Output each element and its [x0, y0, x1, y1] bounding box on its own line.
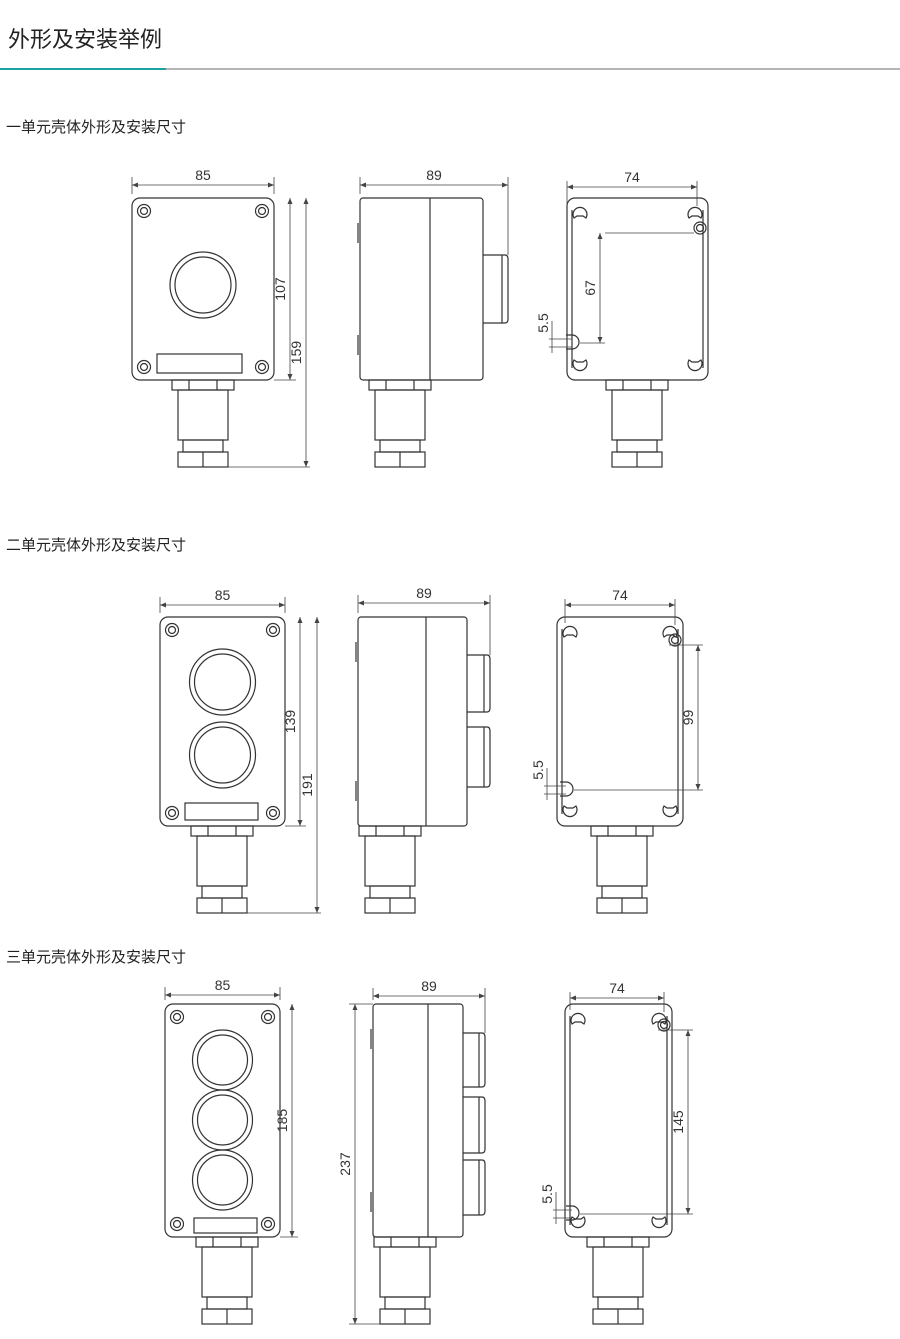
- dim-hole-spacing: 99: [680, 710, 696, 726]
- mounting-hole: [668, 633, 682, 647]
- section-2-heading: 二单元壳体外形及安装尺寸: [6, 536, 187, 554]
- back-view-1: 74 67 5.5: [535, 169, 709, 468]
- back-view-3: 74 145 5.5: [539, 980, 693, 1325]
- dim-width: 85: [195, 167, 211, 183]
- button-actuator: [463, 1159, 486, 1216]
- dim-hole-spacing: 145: [670, 1110, 686, 1134]
- front-view-3: 85 185: [164, 977, 298, 1325]
- title-divider: [0, 68, 900, 70]
- dim-total-height: 191: [299, 773, 315, 797]
- dim-depth: 89: [421, 978, 437, 994]
- button-actuator: [483, 254, 509, 324]
- button-actuator: [467, 726, 491, 788]
- mounting-slot: [566, 334, 580, 350]
- push-button: [191, 1149, 254, 1211]
- push-button: [188, 648, 257, 716]
- push-button: [191, 1089, 254, 1151]
- dim-depth: 89: [416, 585, 432, 601]
- dim-hole-spacing: 67: [582, 280, 598, 296]
- front-view-2: 85 139 191: [159, 587, 321, 914]
- push-button: [188, 721, 257, 789]
- section-3-heading: 三单元壳体外形及安装尺寸: [6, 948, 187, 966]
- button-actuator: [467, 654, 491, 713]
- side-view-2: 89: [355, 585, 491, 914]
- side-view-3: 89 237: [337, 978, 486, 1325]
- section-1-heading: 一单元壳体外形及安装尺寸: [6, 118, 187, 136]
- page-title: 外形及安装举例: [8, 28, 163, 53]
- dim-back-width: 74: [612, 587, 628, 603]
- dim-depth: 89: [426, 167, 442, 183]
- mounting-hole: [693, 221, 707, 235]
- dim-total-height: 237: [337, 1152, 353, 1176]
- back-view-2: 74 99 5.5: [530, 587, 703, 914]
- front-view-1: 85 107 159: [131, 167, 310, 468]
- push-button: [191, 1029, 254, 1091]
- mounting-slot: [566, 1205, 580, 1221]
- dim-box-height: 139: [282, 710, 298, 734]
- dim-back-width: 74: [609, 980, 625, 996]
- dim-hole-diameter: 5.5: [535, 313, 551, 333]
- dim-box-height: 185: [274, 1109, 290, 1133]
- nameplate: [184, 802, 259, 821]
- title-divider-accent: [0, 68, 166, 70]
- push-button: [169, 251, 237, 319]
- mounting-hole: [657, 1018, 671, 1032]
- side-view-1: 89: [357, 167, 509, 468]
- mounting-slot: [560, 781, 574, 797]
- dim-hole-diameter: 5.5: [530, 760, 546, 780]
- nameplate: [156, 353, 243, 374]
- dim-hole-diameter: 5.5: [539, 1184, 555, 1204]
- button-actuator: [463, 1032, 486, 1088]
- dim-back-width: 74: [624, 169, 640, 185]
- dim-width: 85: [215, 977, 231, 993]
- nameplate: [193, 1217, 258, 1234]
- dim-width: 85: [215, 587, 231, 603]
- dim-box-height: 107: [272, 277, 288, 301]
- dim-total-height: 159: [288, 341, 304, 365]
- button-actuator: [463, 1096, 486, 1154]
